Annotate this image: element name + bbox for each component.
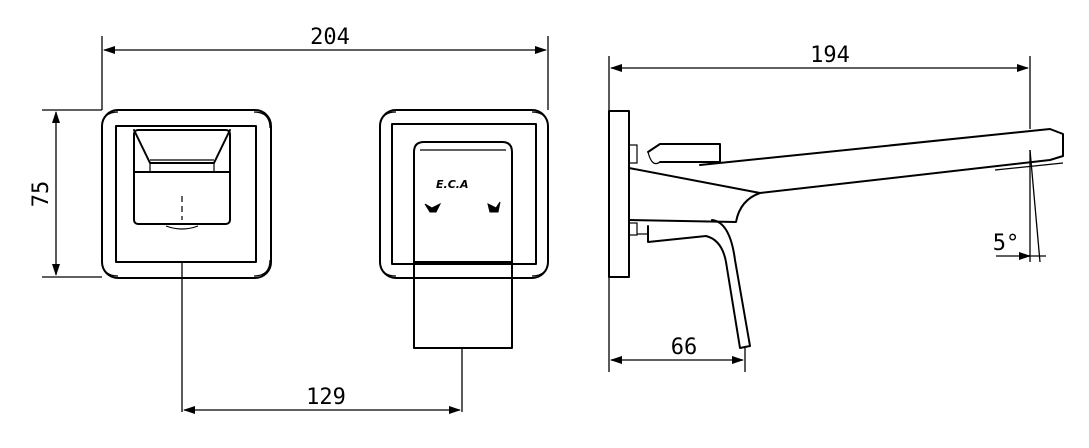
cold-indicator-icon (424, 202, 442, 213)
dimension-overall-width: 204 (101, 25, 549, 110)
dimension-handle-offset: 66 (608, 277, 746, 372)
rear-view-centerline (165, 196, 199, 412)
dimension-label-handle-offset: 66 (671, 335, 698, 360)
hot-indicator-icon (487, 201, 501, 213)
dimension-label-spout-angle: 5° (993, 231, 1020, 256)
dimension-label-spout-length: 194 (810, 43, 850, 68)
brand-logo: E.C.A (436, 178, 468, 191)
front-view-handle: E.C.A (413, 141, 513, 349)
dimension-spout-angle: 5° (993, 149, 1046, 263)
rear-view-cartridge (133, 129, 231, 225)
side-view-lever (637, 219, 751, 349)
side-view-spout (628, 128, 1064, 223)
rear-view-plate (101, 109, 272, 279)
side-view-wall-plate (608, 110, 638, 278)
side-view-handle-top (647, 143, 721, 165)
dimension-spout-length: 194 (608, 43, 1031, 129)
dimension-label-height: 75 (29, 181, 54, 208)
dimension-height: 75 (29, 109, 102, 278)
front-view-plate (379, 109, 549, 279)
dimension-label-axis-distance: 129 (306, 385, 346, 410)
dimension-label-overall-width: 204 (310, 25, 350, 50)
dimension-axis-distance: 129 (183, 385, 461, 414)
